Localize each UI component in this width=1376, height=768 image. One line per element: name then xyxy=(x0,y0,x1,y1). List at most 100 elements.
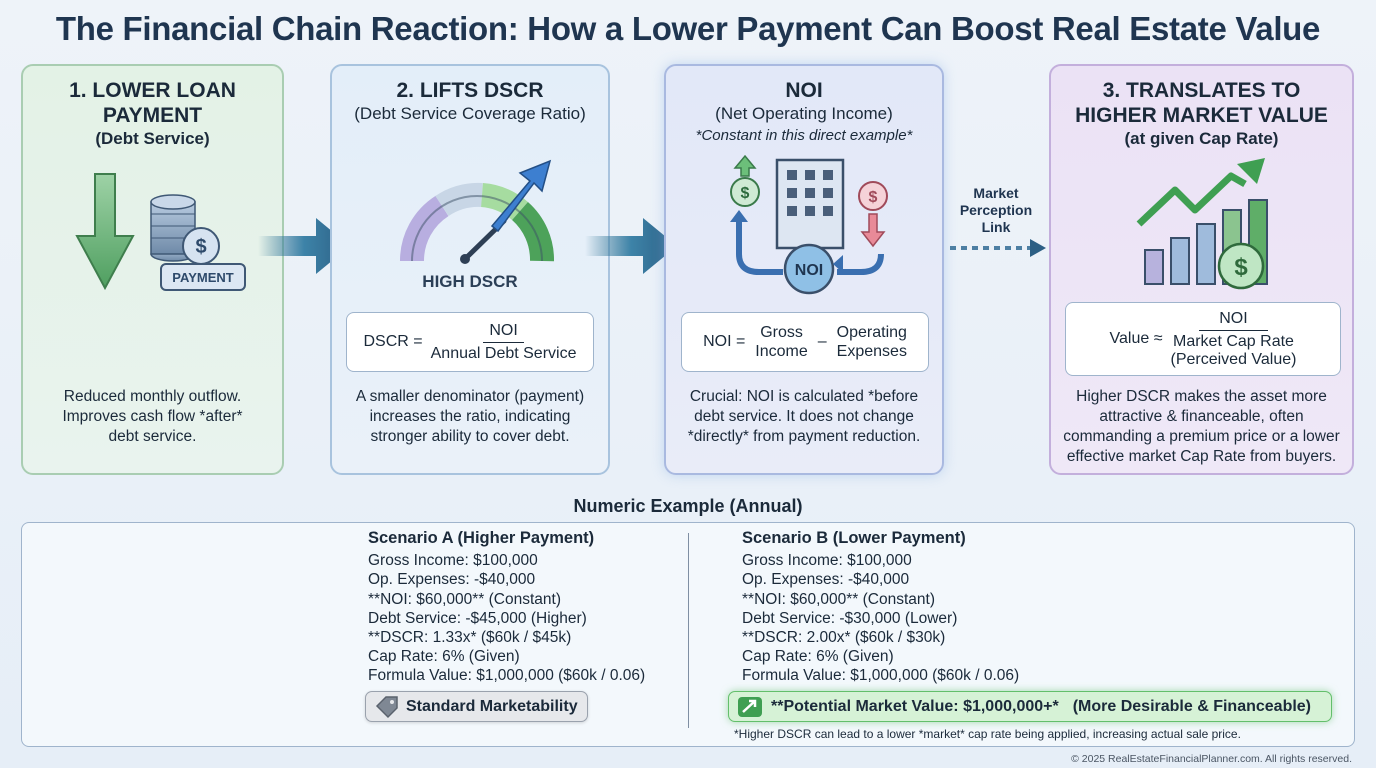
desc-line: Crucial: NOI is calculated *before xyxy=(689,388,919,405)
step-card-lifts-dscr: 2. LIFTS DSCR (Debt Service Coverage Rat… xyxy=(330,64,610,475)
formula-denominator: Annual Debt Service xyxy=(430,344,577,362)
growth-chart-icon: $ xyxy=(1136,158,1268,290)
card-title-line2: HIGHER MARKET VALUE xyxy=(1075,104,1328,127)
card-description: A smaller denominator (payment) increase… xyxy=(342,387,598,447)
svg-text:$: $ xyxy=(869,189,878,206)
card-title: 2. LIFTS DSCR xyxy=(396,79,544,102)
flow-arrow-icon xyxy=(585,218,677,274)
link-label-line: Link xyxy=(981,219,1011,235)
card-subtitle: (at given Cap Rate) xyxy=(1124,129,1279,148)
desc-line: increases the ratio, indicating xyxy=(369,408,571,425)
scenario-line: **DSCR: 1.33x* ($60k / $45k) xyxy=(368,629,572,647)
svg-text:$: $ xyxy=(195,236,206,258)
scenario-line: Cap Rate: 6% (Given) xyxy=(742,648,894,666)
badge-text: Standard Marketability xyxy=(406,697,578,715)
svg-text:NOI: NOI xyxy=(795,262,823,279)
card-subtitle: (Debt Service Coverage Ratio) xyxy=(354,104,586,123)
scenario-line: **NOI: $60,000** (Constant) xyxy=(368,590,561,608)
card-description: Higher DSCR makes the asset more attract… xyxy=(1055,387,1348,467)
desc-line: Reduced monthly outflow. xyxy=(63,388,242,405)
desc-line: *directly* from payment reduction. xyxy=(687,428,921,445)
expense-dollar-icon xyxy=(858,181,888,211)
income-dollar-icon xyxy=(730,177,760,207)
scenario-a: Scenario A (Higher Payment) Gross Income… xyxy=(368,529,645,686)
scenario-line: Op. Expenses: -$40,000 xyxy=(368,571,536,589)
dashed-arrow-icon xyxy=(950,239,1046,257)
numeric-example-panel: Scenario A (Higher Payment) Gross Income… xyxy=(21,522,1355,747)
numeric-example-title: Numeric Example (Annual) xyxy=(573,496,803,516)
formula-denominator-note: (Perceived Value) xyxy=(1170,350,1297,368)
scenario-line: Formula Value: $1,000,000 ($60k / 0.06) xyxy=(742,667,1020,685)
badge-note: (More Desirable & Financeable) xyxy=(1072,697,1312,715)
standard-marketability-badge: Standard Marketability xyxy=(365,691,588,722)
scenario-heading: Scenario A (Higher Payment) xyxy=(368,529,595,547)
svg-text:$: $ xyxy=(741,185,750,202)
flow-arrow-icon xyxy=(258,218,350,274)
formula-term: Income xyxy=(755,343,808,360)
formula-numerator: NOI xyxy=(1199,310,1268,331)
card-description: Reduced monthly outflow. Improves cash f… xyxy=(33,387,272,447)
footnote: *Higher DSCR can lead to a lower *market… xyxy=(734,727,1241,741)
scenario-line: **DSCR: 2.00x* ($60k / $30k) xyxy=(742,629,946,647)
coin-stack-icon xyxy=(150,194,220,265)
desc-line: effective market Cap Rate from buyers. xyxy=(1066,448,1337,465)
step-card-market-value: 3. TRANSLATES TO HIGHER MARKET VALUE (at… xyxy=(1049,64,1354,475)
badge-text: **Potential Market Value: $1,000,000+* xyxy=(771,697,1059,715)
formula-term: Gross xyxy=(760,324,803,341)
desc-line: Improves cash flow *after* xyxy=(62,408,243,425)
link-label-line: Perception xyxy=(959,202,1033,218)
potential-market-value-badge: **Potential Market Value: $1,000,000+* (… xyxy=(728,691,1332,722)
card-subtitle: (Net Operating Income) xyxy=(715,104,893,123)
desc-line: A smaller denominator (payment) xyxy=(355,388,585,405)
card-title-line2: PAYMENT xyxy=(102,104,203,127)
copyright: © 2025 RealEstateFinancialPlanner.com. A… xyxy=(1071,753,1352,765)
down-arrow-icon xyxy=(75,173,135,291)
formula-denominator: Market Cap Rate xyxy=(1173,332,1294,350)
payment-badge: PAYMENT xyxy=(172,270,233,285)
step-card-lower-payment: 1. LOWER LOAN PAYMENT (Debt Service) $ P… xyxy=(21,64,284,475)
noi-building-icon: NOI $ $ xyxy=(730,154,888,295)
scenario-heading: Scenario B (Lower Payment) xyxy=(742,529,966,547)
scenario-divider xyxy=(688,533,689,728)
rising-tag-icon xyxy=(738,696,762,717)
tag-icon xyxy=(375,695,398,718)
desc-line: stronger ability to cover debt. xyxy=(370,428,570,445)
desc-line: debt service. It does not change xyxy=(694,408,914,425)
noi-formula: NOI = Gross Income – Operating Expenses xyxy=(681,312,929,372)
card-title: NOI xyxy=(785,79,823,102)
noi-flask-icon xyxy=(783,243,835,295)
formula-lhs: NOI = xyxy=(703,333,746,350)
svg-text:$: $ xyxy=(1234,254,1248,281)
scenario-line: Debt Service: -$45,000 (Higher) xyxy=(368,609,587,627)
scenario-line: Debt Service: -$30,000 (Lower) xyxy=(742,609,958,627)
scenario-line: Cap Rate: 6% (Given) xyxy=(368,648,520,666)
step-card-noi: NOI (Net Operating Income) *Constant in … xyxy=(664,64,944,475)
formula-lhs: DSCR = xyxy=(363,333,423,350)
formula-term: Operating xyxy=(836,324,907,341)
scenario-b: Scenario B (Lower Payment) Gross Income:… xyxy=(742,529,1019,686)
card-subtitle: (Debt Service) xyxy=(95,129,210,148)
link-label-line: Market xyxy=(973,185,1019,201)
scenario-line: Op. Expenses: -$40,000 xyxy=(742,571,910,589)
desc-line: Higher DSCR makes the asset more xyxy=(1076,388,1327,405)
card-title: 1. LOWER LOAN xyxy=(69,79,236,102)
scenario-line: Gross Income: $100,000 xyxy=(742,552,912,570)
scenario-line: Gross Income: $100,000 xyxy=(368,552,538,570)
card-description: Crucial: NOI is calculated *before debt … xyxy=(676,387,932,447)
card-note: *Constant in this direct example* xyxy=(695,127,913,144)
dollar-coin-icon xyxy=(1217,242,1265,290)
formula-lhs: Value ≈ xyxy=(1109,330,1163,347)
dscr-gauge-icon xyxy=(399,159,554,264)
page-title: The Financial Chain Reaction: How a Lowe… xyxy=(55,10,1321,47)
formula-term: Expenses xyxy=(836,343,907,360)
scenario-line: **NOI: $60,000** (Constant) xyxy=(742,590,935,608)
desc-line: attractive & financeable, often xyxy=(1099,408,1304,425)
market-perception-label: Market Perception Link xyxy=(948,185,1044,236)
up-arrow-icon xyxy=(490,159,552,233)
formula-numerator: NOI xyxy=(483,322,524,343)
desc-line: commanding a premium price or a lower xyxy=(1063,428,1340,445)
desc-line: debt service. xyxy=(108,428,197,445)
scenario-line: Formula Value: $1,000,000 ($60k / 0.06) xyxy=(368,667,646,685)
